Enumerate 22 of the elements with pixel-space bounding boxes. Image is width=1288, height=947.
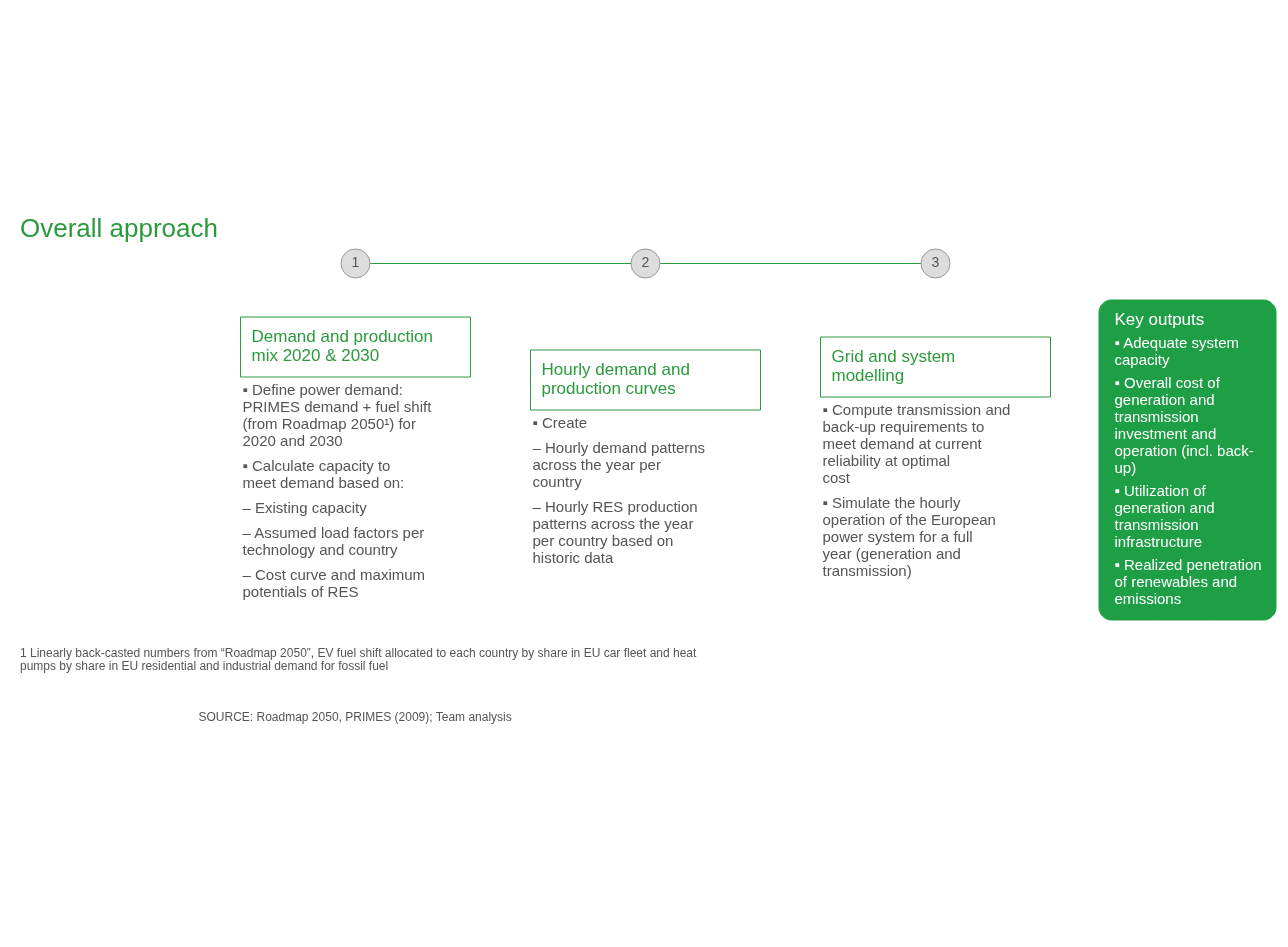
node-box: Grid and system modelling bbox=[820, 336, 1051, 397]
node-label: – Existing capacity bbox=[242, 498, 367, 516]
node-label: ▪ Define power demand: PRIMES demand + fuel shift (from Roadmap 2050¹) for 2020 and 2030 bbox=[242, 380, 432, 449]
node-label: – Assumed load factors per technology and country bbox=[242, 523, 425, 558]
node-circle: 1 bbox=[340, 248, 371, 278]
node-label: ▪ Create bbox=[532, 413, 588, 431]
label: SOURCE: Roadmap 2050, PRIMES (2009); Team analysis bbox=[198, 709, 512, 724]
node-box: Key outputs ▪ Adequate system capacity ▪ Overall cost of generation and transmission investment and operation (incl. back-up) ▪ Utilization of generation and transmission infrastructure ▪ Realized penetration of renewables and emissions bbox=[1098, 299, 1277, 620]
node-label: ▪ Calculate capacity to meet demand based on: bbox=[242, 456, 405, 491]
node-circle: 2 bbox=[630, 248, 661, 278]
diagram-title: Overall approach bbox=[20, 212, 218, 243]
node-label: – Hourly demand patterns across the year per country bbox=[532, 438, 706, 490]
node-box: Demand and production mix 2020 & 2030 bbox=[240, 316, 471, 377]
node-box: Hourly demand and production curves bbox=[530, 349, 761, 410]
node-label: ▪ Simulate the hourly operation of the European power system for a full year (generation and transmission) bbox=[822, 493, 996, 579]
node-circle: 3 bbox=[920, 248, 951, 278]
connector bbox=[369, 262, 632, 264]
label: 1 Linearly back-casted numbers from “Roadmap 2050”, EV fuel shift allocated to each country by share in EU car fleet and heat pumps by share in EU residential and industrial demand for fossil fuel bbox=[20, 645, 697, 673]
node-label: – Cost curve and maximum potentials of RES bbox=[242, 565, 426, 600]
connector bbox=[659, 262, 922, 264]
node-label: – Hourly RES production patterns across the year per country based on historic data bbox=[532, 497, 698, 566]
node-label: ▪ Compute transmission and back-up requirements to meet demand at current reliability at optimal cost bbox=[822, 400, 1011, 486]
